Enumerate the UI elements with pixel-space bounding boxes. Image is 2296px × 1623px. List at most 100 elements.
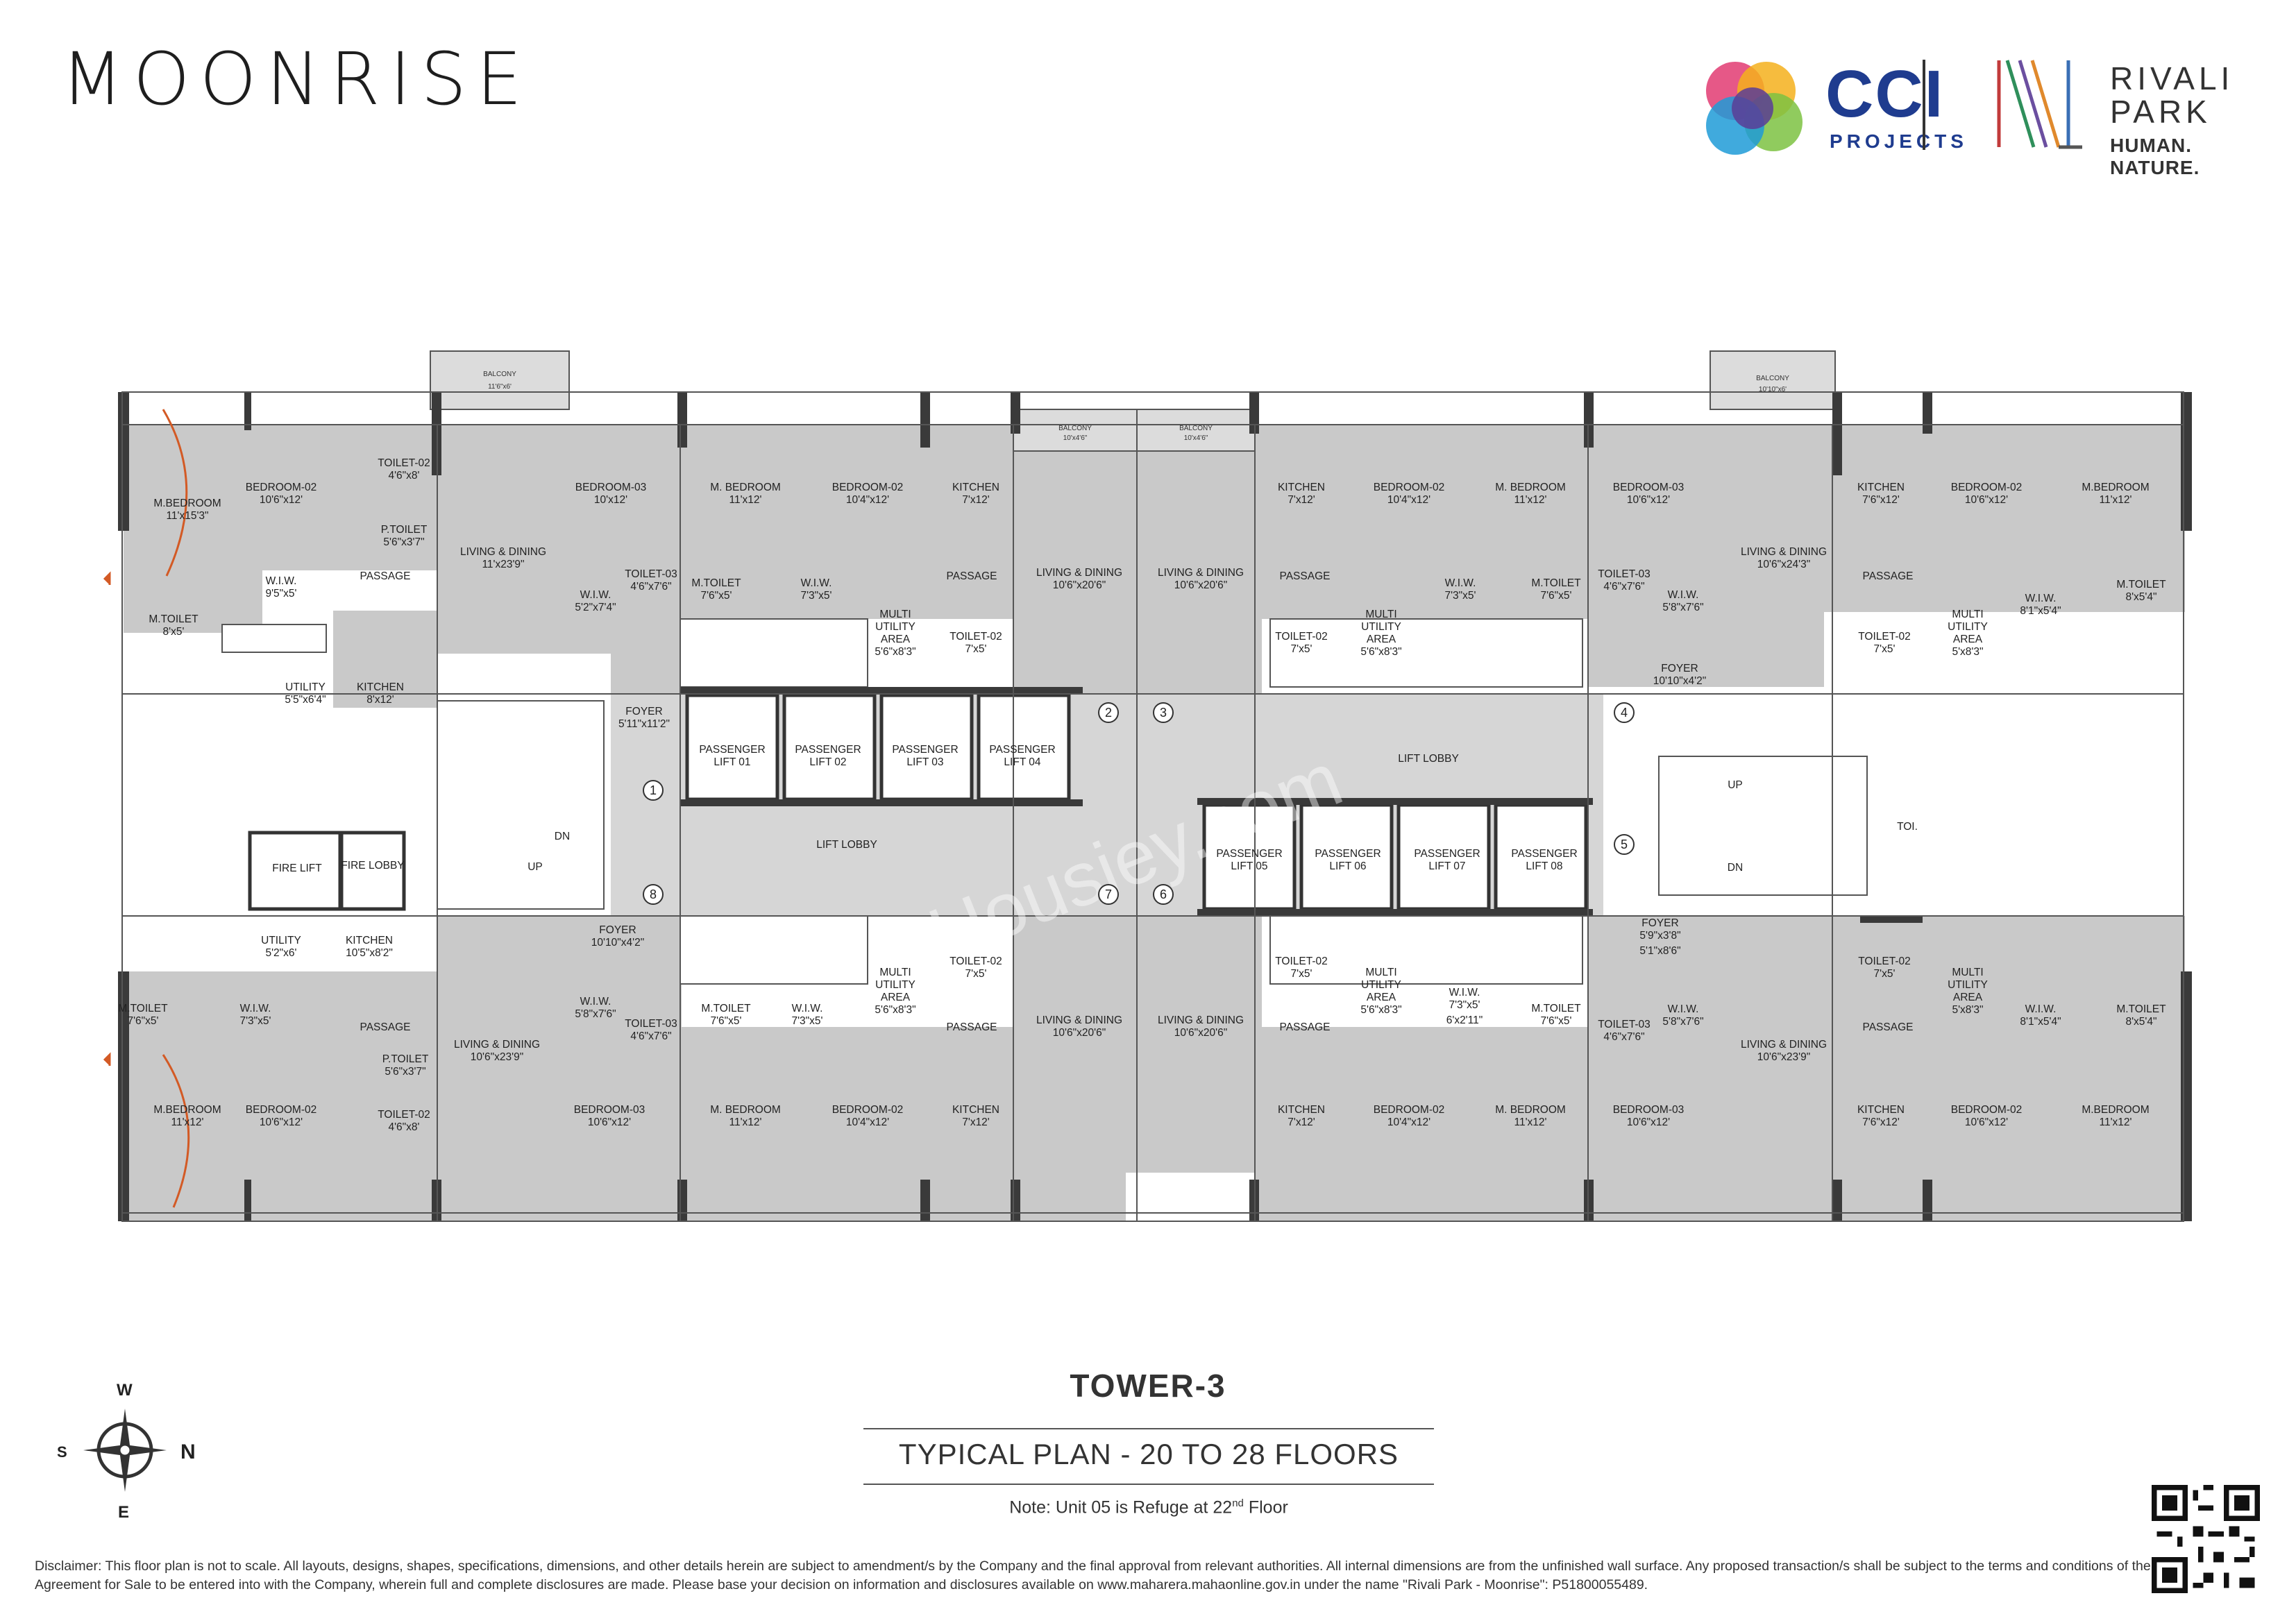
cci-logo-icon — [1706, 62, 1803, 155]
balcony-label: 11'6"x6' — [488, 383, 512, 391]
unit-marker: 1 — [643, 780, 664, 801]
room-label: PASSAGE — [947, 570, 997, 582]
room-label: W.I.W.8'1"x5'4" — [2020, 1003, 2061, 1028]
unit-marker: 7 — [1098, 884, 1119, 905]
room-label: W.I.W.5'2"x7'4" — [575, 589, 616, 613]
room-label: UP — [527, 861, 543, 873]
room-label: W.I.W.7'3"x5' — [1449, 987, 1480, 1011]
room-label: PASSAGE — [360, 570, 411, 582]
room-label: FIRE LIFT — [272, 863, 322, 874]
room-label: W.I.W.5'8"x7'6" — [1662, 589, 1703, 613]
balcony-label: BALCONY — [1058, 425, 1092, 432]
unit-marker: 4 — [1614, 702, 1635, 723]
rivali-tagline: HUMAN. NATURE. — [2110, 135, 2200, 178]
logo-separator — [1923, 60, 1925, 150]
balconies — [430, 350, 1836, 452]
room-label: 5'1"x8'6" — [1639, 945, 1680, 957]
room-label: PASSAGE — [1863, 1021, 1914, 1033]
room-label: TOI. — [1897, 821, 1918, 833]
developer-logos: CCI PROJECTS RIVALI PARK HUMAN. NATURE. — [1694, 53, 2263, 178]
balcony-label: 10'x4'6" — [1063, 434, 1088, 442]
svg-text:7: 7 — [1105, 887, 1112, 901]
rivali-wordmark: RIVALI — [2110, 60, 2234, 96]
apartment-fills — [124, 425, 2185, 1221]
plan-outline — [121, 391, 2184, 1222]
compass-s: S — [57, 1443, 67, 1461]
disclaimer: Disclaimer: This floor plan is not to sc… — [35, 1558, 2151, 1592]
room-label: DN — [1728, 862, 1743, 874]
unit-marker: 3 — [1153, 702, 1174, 723]
svg-text:1: 1 — [650, 783, 657, 797]
compass: W N S E — [42, 1381, 208, 1527]
room-label: PASSAGE — [1280, 570, 1331, 582]
balcony-label: BALCONY — [1756, 375, 1789, 382]
qr-code — [2152, 1485, 2260, 1593]
unit-marker: 5 — [1614, 834, 1635, 855]
moonrise-logo: MOONRISE — [61, 37, 532, 121]
room-label: W.I.W.7'3"x5' — [800, 577, 832, 602]
svg-text:4: 4 — [1621, 706, 1628, 720]
balcony-label: 10'x4'6" — [1184, 434, 1208, 442]
entry-arrows — [103, 409, 190, 1208]
svg-text:2: 2 — [1105, 706, 1112, 720]
compass-e: E — [118, 1503, 130, 1522]
room-label: PASSAGE — [1863, 570, 1914, 582]
room-label: PASSAGE — [947, 1021, 997, 1033]
title-rule-bottom — [863, 1484, 1434, 1485]
